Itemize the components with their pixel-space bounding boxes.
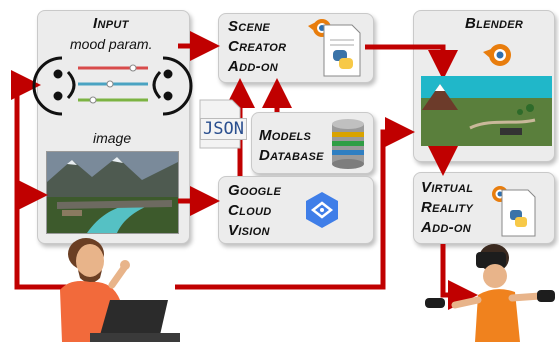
- image-label: image: [93, 130, 132, 146]
- scene-creator-line3: Add-on: [228, 58, 279, 75]
- landscape-photo: [46, 151, 179, 234]
- vr-user-figure: [425, 244, 555, 342]
- happy-face-icon: [32, 56, 76, 116]
- google-cloud-vision-icon: [306, 192, 338, 228]
- arrow-scene-to-blender: [365, 44, 458, 80]
- blender-scene-render: [421, 76, 552, 146]
- models-db-line2: Database: [259, 147, 324, 164]
- google-vision-line3: Vision: [228, 222, 270, 239]
- vr-addon-line1: Virtual: [421, 179, 474, 196]
- scene-creator-line2: Creator: [228, 38, 287, 55]
- arrow-person-to-input: [11, 70, 80, 290]
- blender-main-logo-icon: [483, 44, 511, 66]
- json-label: JSON: [200, 118, 247, 140]
- mood-sliders-icon: [78, 64, 148, 104]
- models-db-line1: Models: [259, 127, 312, 144]
- sad-face-icon: [152, 56, 193, 116]
- input-title: Input: [93, 15, 129, 32]
- google-vision-box: [218, 176, 374, 244]
- vr-python-document-icon: [501, 189, 536, 237]
- scene-creator-line1: Scene: [228, 18, 271, 35]
- arrow-vr-to-user: [440, 244, 478, 310]
- blender-title: Blender: [465, 15, 524, 32]
- person-at-laptop-figure: [60, 238, 180, 342]
- arrow-person-to-blender: [175, 117, 415, 290]
- google-vision-line1: Google: [228, 182, 282, 199]
- arrows: [11, 31, 478, 310]
- mood-param-label: mood param.: [70, 36, 153, 52]
- database-icon: [332, 119, 364, 169]
- python-document-icon: [323, 24, 361, 77]
- vr-addon-line3: Add-on: [421, 219, 472, 236]
- google-vision-line2: Cloud: [228, 202, 272, 219]
- vr-addon-line2: Reality: [421, 199, 474, 216]
